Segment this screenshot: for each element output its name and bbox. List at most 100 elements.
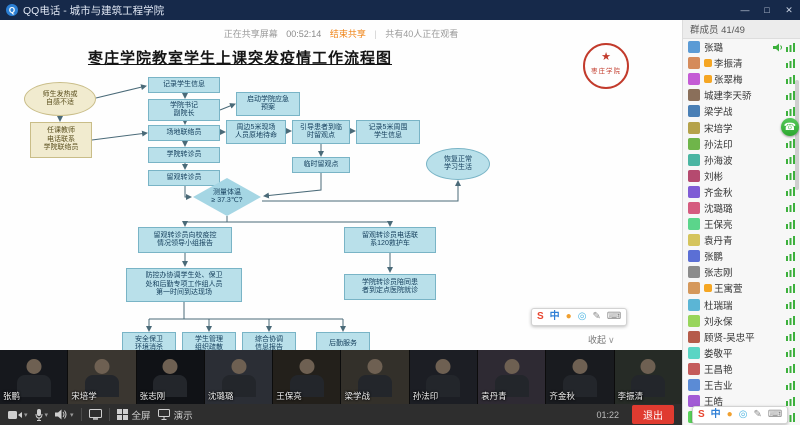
member-row[interactable]: 王保亮 bbox=[683, 216, 800, 232]
flow-node: 综合协调 信息报告 bbox=[242, 332, 296, 350]
share-screen-button[interactable] bbox=[88, 409, 102, 420]
mic-activity-icon bbox=[786, 58, 795, 68]
member-row[interactable]: 李振清 bbox=[683, 55, 800, 71]
member-row[interactable]: 城建李天骄 bbox=[683, 87, 800, 103]
minimize-button[interactable]: — bbox=[740, 5, 750, 15]
video-participant-name: 王保亮 bbox=[276, 391, 302, 401]
mic-activity-icon bbox=[786, 316, 795, 326]
sogou-logo-icon[interactable]: S bbox=[698, 409, 705, 420]
voice-input-icon[interactable]: ◎ bbox=[738, 409, 748, 420]
member-list-scrollbar[interactable] bbox=[795, 80, 799, 190]
video-thumbnail[interactable]: 王保亮 bbox=[273, 350, 341, 404]
input-mode-icon[interactable]: 中 bbox=[710, 409, 721, 420]
member-name: 王保亮 bbox=[704, 220, 733, 232]
participant-body bbox=[631, 375, 666, 397]
member-row[interactable]: 刘永保 bbox=[683, 313, 800, 329]
handwriting-icon[interactable]: ✎ bbox=[753, 409, 762, 420]
video-thumbnail[interactable]: 孙法印 bbox=[409, 350, 478, 404]
mic-activity-icon bbox=[786, 42, 795, 52]
member-row[interactable]: 齐金秋 bbox=[683, 184, 800, 200]
member-row[interactable]: 沈璐璐 bbox=[683, 200, 800, 216]
member-row[interactable]: 杜瑞瑞 bbox=[683, 297, 800, 313]
mic-activity-icon bbox=[786, 396, 795, 406]
video-strip: 张鹏宋培学张志刚沈璐璐王保亮 梁学战 孙法印袁丹青齐金秋李振清 bbox=[0, 350, 682, 404]
video-participant-name: 梁学战 bbox=[344, 391, 370, 401]
camera-button[interactable]: ▾ bbox=[8, 410, 28, 420]
flow-node: 记录5米周围 学生信息 bbox=[356, 120, 420, 144]
member-row[interactable]: 顾贤-吴忠平 bbox=[683, 329, 800, 345]
member-name: 沈璐璐 bbox=[704, 203, 733, 215]
member-name: 王皓 bbox=[704, 397, 724, 409]
video-thumbnail[interactable]: 齐金秋 bbox=[546, 350, 614, 404]
member-row[interactable]: 张璐 bbox=[683, 39, 800, 55]
member-row[interactable]: 娄敬平 bbox=[683, 345, 800, 361]
speaker-button[interactable]: ▾ bbox=[55, 409, 74, 420]
flow-node: 留观转诊员向校疫控 情况领导小组报告 bbox=[138, 227, 232, 253]
keyboard-icon[interactable]: ⌨ bbox=[767, 409, 783, 420]
member-row[interactable]: 刘彬 bbox=[683, 168, 800, 184]
member-row[interactable]: 王昌艳 bbox=[683, 361, 800, 377]
collapse-videos-button[interactable]: 收起∨ bbox=[588, 333, 615, 346]
camera-caret-icon[interactable]: ▾ bbox=[24, 411, 28, 419]
video-thumbnail[interactable]: 袁丹青 bbox=[478, 350, 546, 404]
member-row[interactable]: 孙法印 bbox=[683, 136, 800, 152]
present-button[interactable]: 演示 bbox=[157, 408, 193, 422]
input-mode-icon: 中 bbox=[549, 311, 560, 322]
member-row[interactable]: 袁丹青 bbox=[683, 232, 800, 248]
member-avatar bbox=[688, 346, 700, 359]
maximize-button[interactable]: □ bbox=[764, 5, 770, 15]
member-row[interactable]: 王皓 bbox=[683, 393, 800, 409]
mic-activity-icon bbox=[786, 283, 795, 293]
video-thumbnail[interactable]: 张志刚 bbox=[136, 350, 204, 404]
member-name: 刘彬 bbox=[704, 171, 724, 183]
emoji-icon[interactable]: ● bbox=[726, 409, 733, 420]
stop-sharing-button[interactable]: 结束共享 bbox=[329, 29, 366, 39]
participant-silhouette bbox=[367, 359, 383, 374]
member-row[interactable]: 梁学战 bbox=[683, 103, 800, 119]
mic-activity-icon bbox=[786, 348, 795, 358]
member-row[interactable]: 王吉业 bbox=[683, 377, 800, 393]
member-badge-icon bbox=[704, 75, 712, 84]
flow-node: 留观转诊员 bbox=[148, 170, 220, 186]
video-thumbnail[interactable]: 张鹏 bbox=[0, 350, 68, 404]
member-avatar bbox=[688, 298, 700, 311]
microphone-caret-icon[interactable]: ▾ bbox=[44, 411, 49, 419]
fullscreen-button[interactable]: 全屏 bbox=[116, 408, 151, 422]
toolbar-divider bbox=[108, 408, 110, 421]
member-sidebar: 群成员 41/49 张璐李振清张翠梅城建李天骄梁学战宋培学孙法印孙海波刘彬齐金秋… bbox=[682, 20, 800, 425]
member-name: 宋培学 bbox=[704, 123, 733, 135]
member-name: 李振清 bbox=[714, 59, 743, 71]
video-thumbnail[interactable]: 宋培学 bbox=[68, 350, 136, 404]
share-duration: 00:52:14 bbox=[286, 29, 322, 39]
member-name: 杜瑞瑞 bbox=[704, 300, 733, 312]
member-badge-icon bbox=[704, 59, 712, 68]
participant-silhouette bbox=[299, 359, 315, 374]
exit-call-button[interactable]: 退出 bbox=[632, 405, 674, 424]
speaker-caret-icon[interactable]: ▾ bbox=[70, 411, 74, 419]
member-avatar bbox=[688, 282, 700, 295]
participant-body bbox=[221, 375, 256, 397]
member-row[interactable]: 张志刚 bbox=[683, 264, 800, 280]
member-row[interactable]: 张鹏 bbox=[683, 248, 800, 264]
participant-silhouette bbox=[26, 359, 42, 374]
close-button[interactable]: ✕ bbox=[785, 4, 793, 15]
member-name: 张璐 bbox=[704, 43, 724, 55]
participant-silhouette bbox=[572, 359, 588, 374]
mic-activity-icon bbox=[786, 300, 795, 310]
member-avatar bbox=[688, 314, 700, 327]
toolbar-divider bbox=[80, 408, 82, 421]
microphone-button[interactable]: ▾ bbox=[35, 408, 49, 421]
share-status-bar: 正在共享屏幕 00:52:14 结束共享 | 共有40人正在观看 bbox=[0, 27, 682, 40]
member-row[interactable]: 张翠梅 bbox=[683, 71, 800, 87]
member-name: 王寓萱 bbox=[714, 284, 743, 296]
video-thumbnail[interactable]: 梁学战 bbox=[341, 350, 409, 404]
video-thumbnail[interactable]: 沈璐璐 bbox=[204, 350, 273, 404]
video-thumbnail[interactable]: 李振清 bbox=[614, 350, 682, 404]
member-row[interactable]: 王寓萱 bbox=[683, 280, 800, 296]
mic-activity-icon bbox=[786, 332, 795, 342]
mic-activity-icon bbox=[786, 139, 795, 149]
member-row[interactable]: 孙海波 bbox=[683, 152, 800, 168]
call-floating-button[interactable]: ☎ bbox=[781, 118, 799, 136]
member-name: 王昌艳 bbox=[704, 364, 733, 376]
member-badge-icon bbox=[704, 284, 712, 293]
